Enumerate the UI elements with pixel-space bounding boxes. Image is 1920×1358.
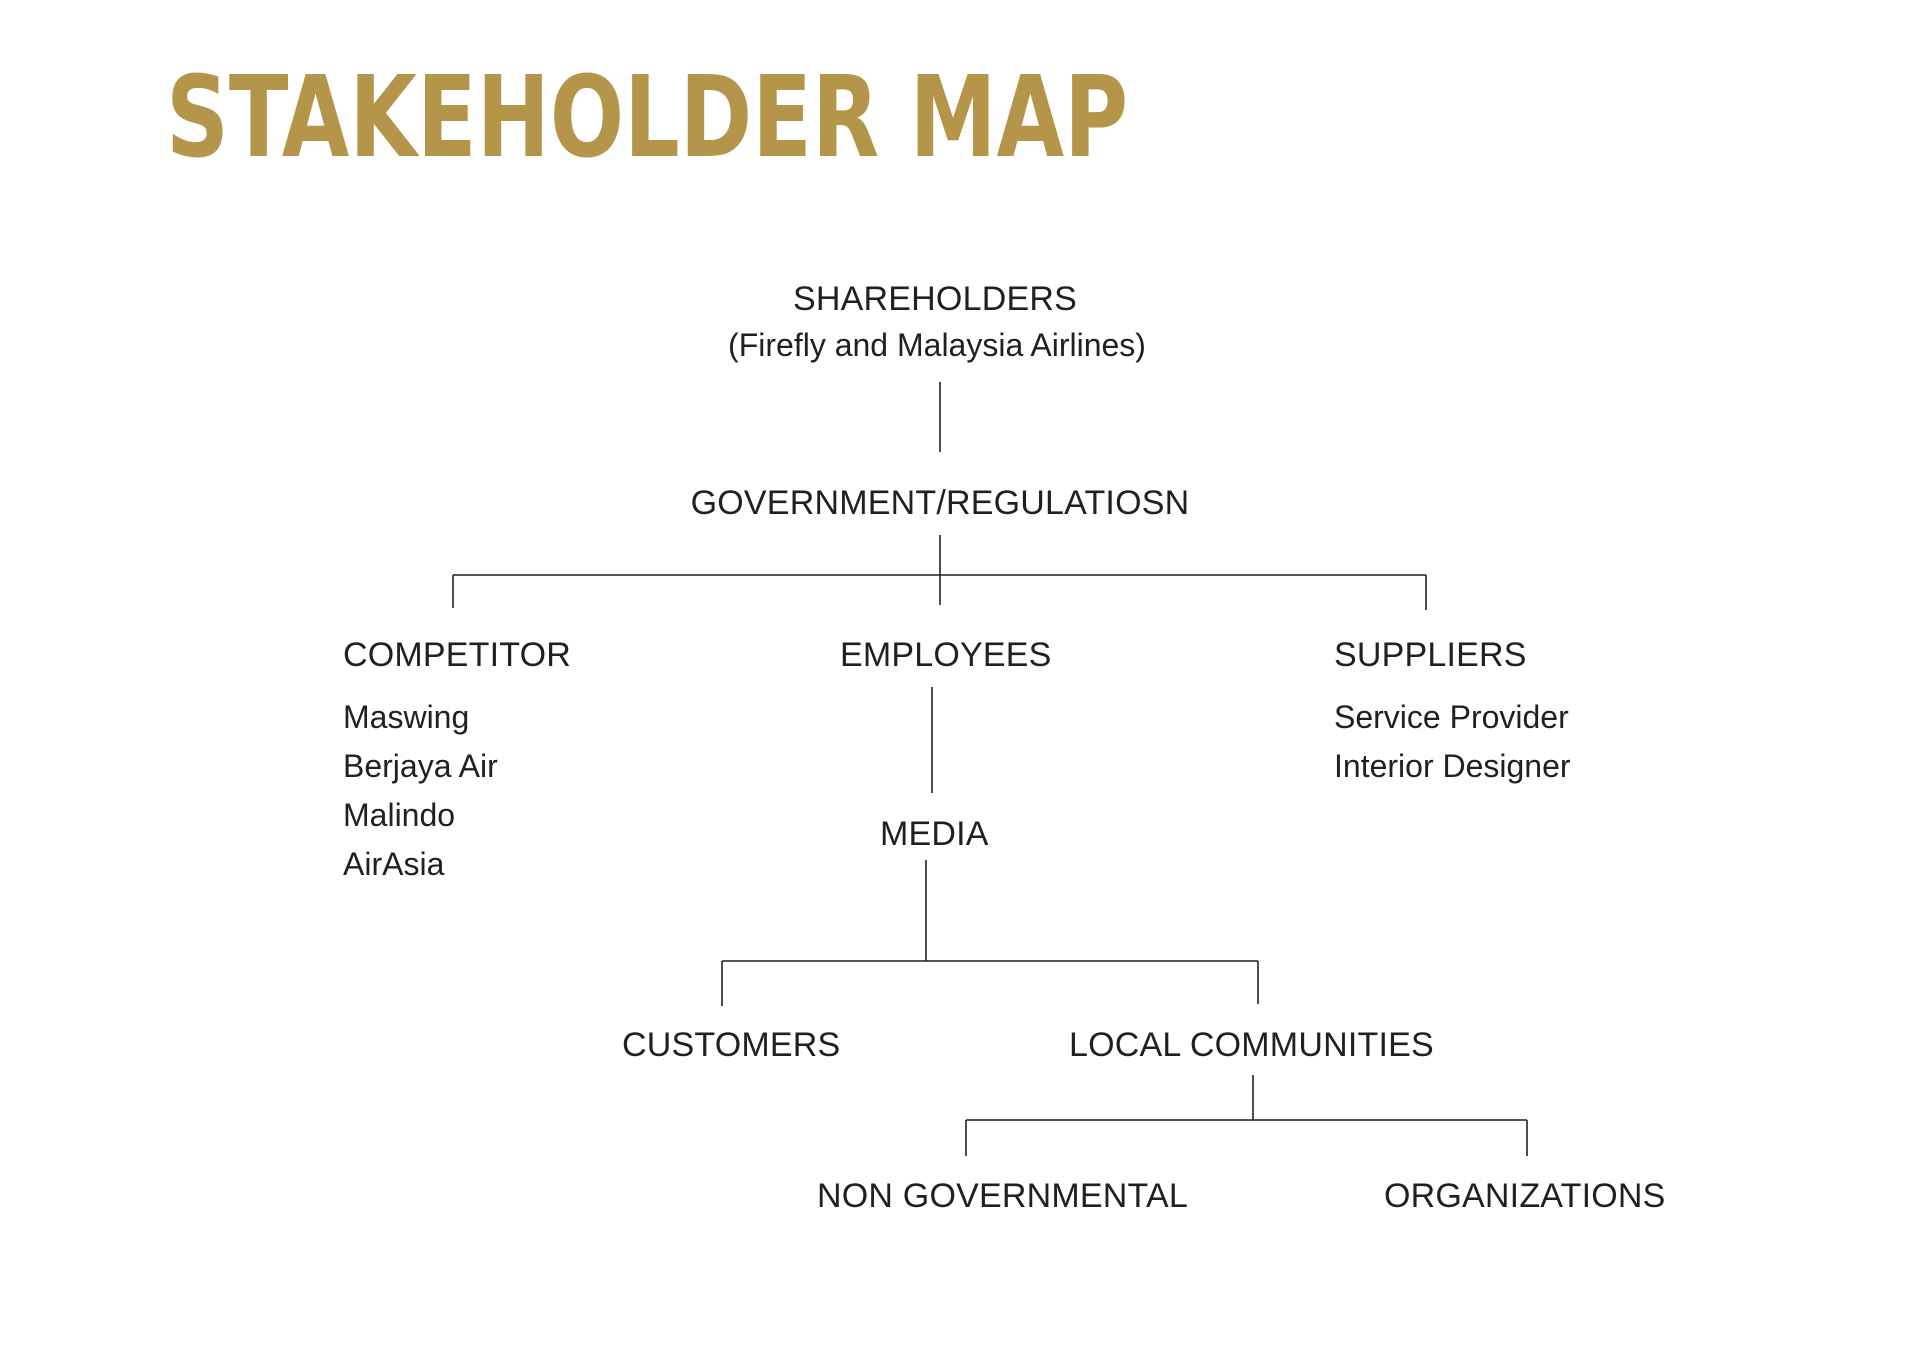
supplier-item: Interior Designer (1334, 748, 1571, 784)
competitor-item: AirAsia (343, 846, 445, 882)
node-non-governmental: NON GOVERNMENTAL (817, 1177, 1188, 1215)
competitor-item: Malindo (343, 797, 456, 833)
node-media: MEDIA (880, 815, 989, 853)
node-shareholders-note: (Firefly and Malaysia Airlines) (728, 327, 1146, 363)
node-competitor: COMPETITOR (343, 636, 572, 674)
node-organizations: ORGANIZATIONS (1384, 1177, 1666, 1215)
supplier-item: Service Provider (1334, 699, 1569, 735)
competitor-item: Maswing (343, 699, 470, 735)
page-title: STAKEHOLDER MAP (166, 53, 1129, 183)
node-employees: EMPLOYEES (840, 636, 1052, 674)
node-government: GOVERNMENT/REGULATIOSN (690, 484, 1190, 522)
node-suppliers: SUPPLIERS (1334, 636, 1527, 674)
node-shareholders: SHAREHOLDERS (793, 280, 1077, 318)
competitor-item: Berjaya Air (343, 748, 498, 784)
node-local-communities: LOCAL COMMUNITIES (1069, 1026, 1434, 1064)
node-customers: CUSTOMERS (622, 1026, 841, 1064)
